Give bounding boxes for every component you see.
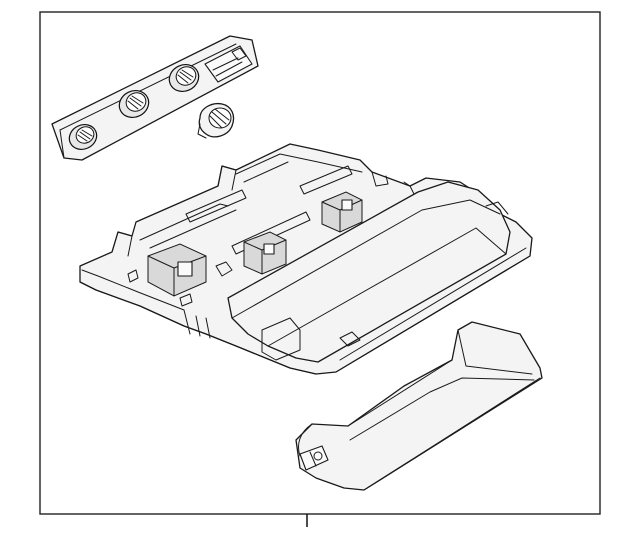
console-housing [79,143,533,375]
switch-panel [51,35,259,161]
connector-tab [204,45,253,83]
lamp-cover [227,181,511,363]
connector-block [243,231,287,275]
connector-block [147,243,207,297]
knob-icon [168,64,200,92]
knob-icon [118,90,150,118]
knob-icon [68,124,98,150]
sunglass-holder-lid [295,321,543,491]
single-knob [197,102,235,139]
connector-block [321,191,363,233]
lid-hinge [299,445,329,471]
